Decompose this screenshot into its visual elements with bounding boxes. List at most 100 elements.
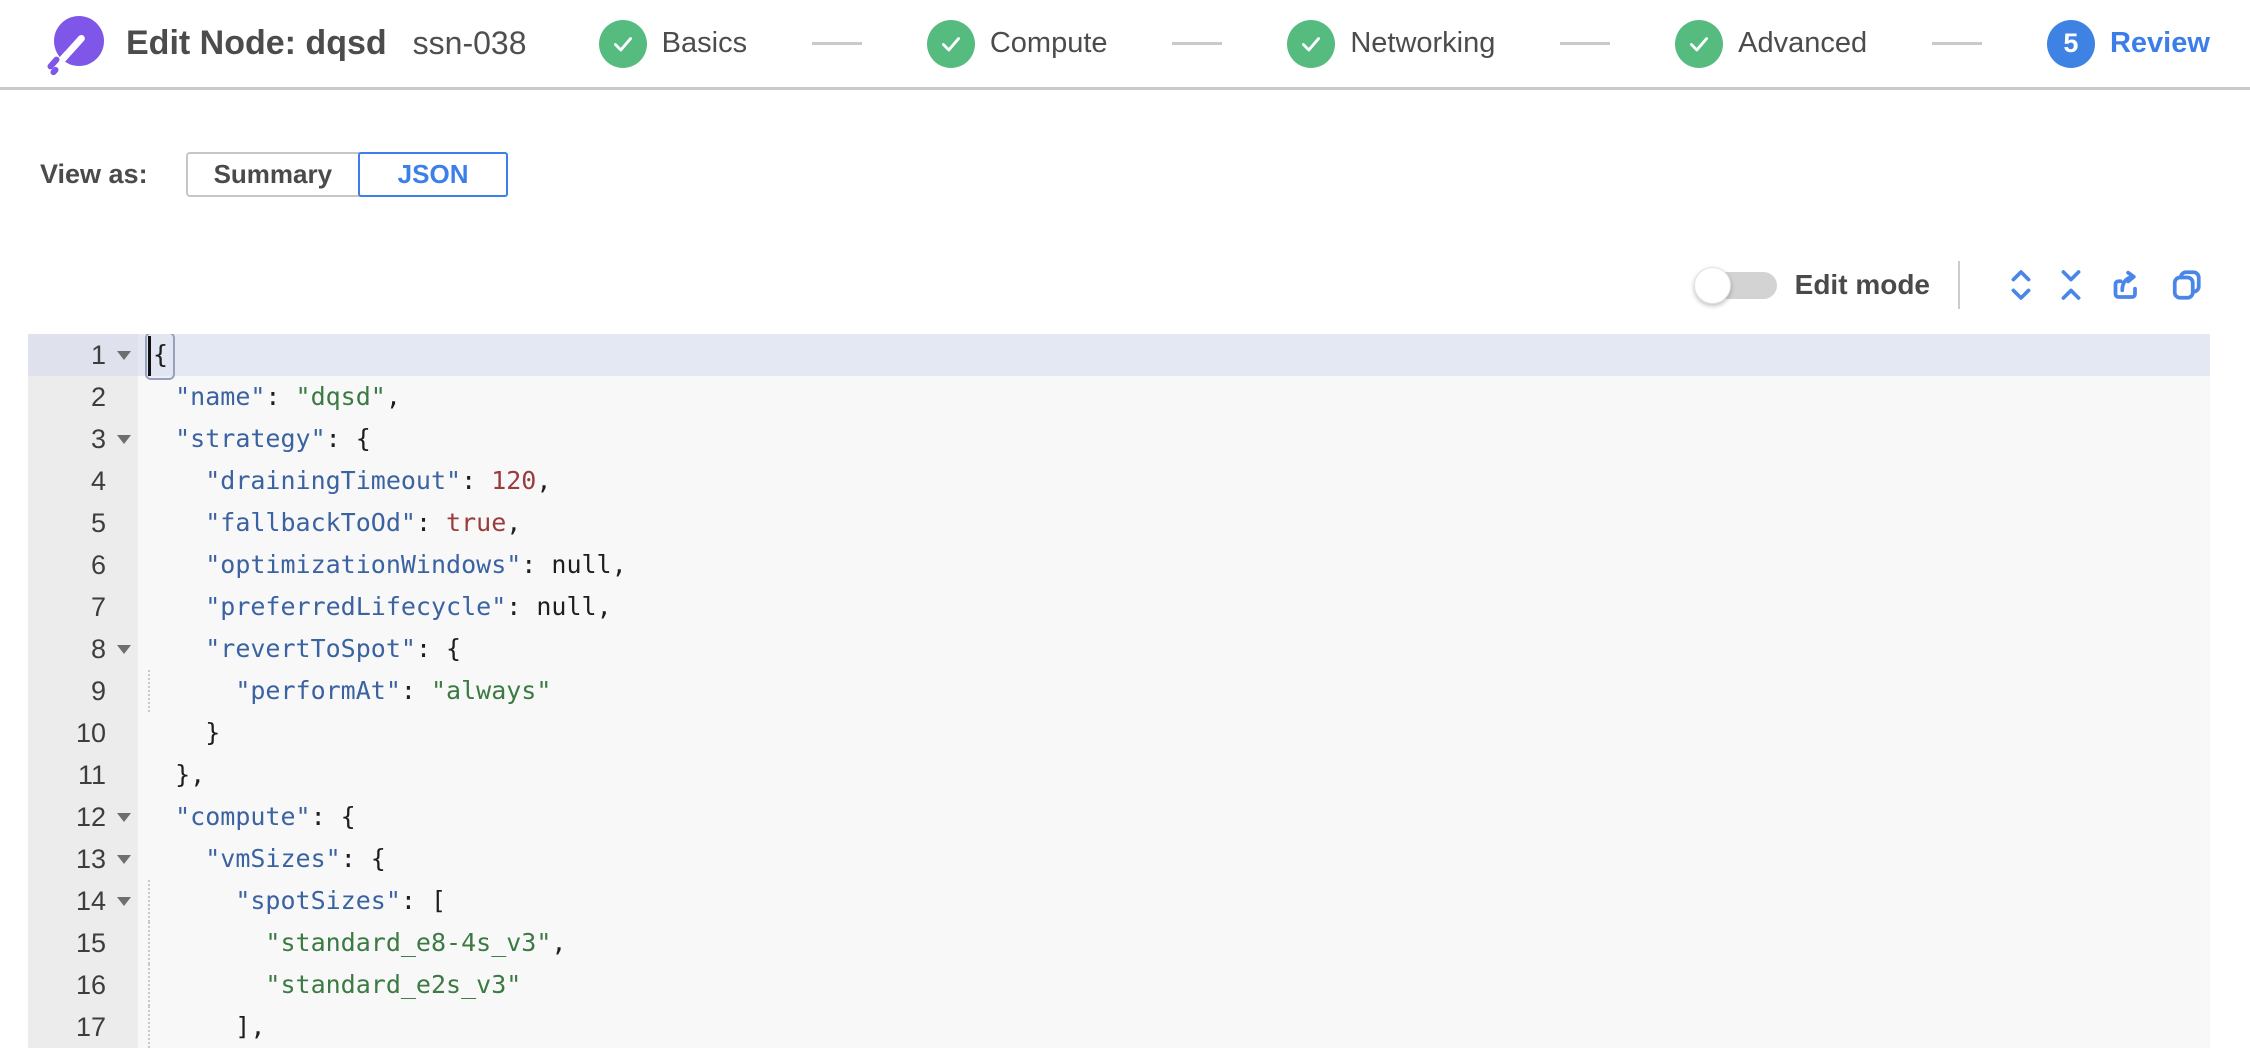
- step-label: Basics: [661, 27, 748, 59]
- editor-line[interactable]: 11 },: [28, 754, 2210, 796]
- code-line[interactable]: }: [145, 718, 221, 747]
- editor-line[interactable]: 7 "preferredLifecycle": null,: [28, 586, 2210, 628]
- check-icon: [926, 19, 975, 68]
- code-line[interactable]: "vmSizes": {: [205, 844, 386, 873]
- line-number[interactable]: 17: [28, 1006, 138, 1048]
- line-number[interactable]: 12: [28, 796, 138, 838]
- expand-icon: [2008, 267, 2034, 303]
- code-line[interactable]: "performAt": "always": [138, 670, 2210, 712]
- line-number[interactable]: 11: [28, 754, 138, 796]
- line-number[interactable]: 6: [28, 544, 138, 586]
- fold-arrow-icon[interactable]: [117, 645, 131, 654]
- editor-line[interactable]: 16 "standard_e2s_v3": [28, 964, 2210, 1006]
- fold-arrow-icon[interactable]: [117, 897, 131, 906]
- view-as-summary-button[interactable]: Summary: [185, 152, 361, 197]
- code-line[interactable]: ],: [138, 1006, 2210, 1048]
- code-line[interactable]: "drainingTimeout": 120,: [205, 466, 552, 495]
- editor-line[interactable]: 14 "spotSizes": [: [28, 880, 2210, 922]
- line-number[interactable]: 4: [28, 460, 138, 502]
- fold-arrow-icon[interactable]: [117, 813, 131, 822]
- view-as-json-button[interactable]: JSON: [358, 152, 509, 197]
- code-line[interactable]: "revertToSpot": {: [205, 634, 462, 663]
- toggle-knob: [1693, 266, 1731, 304]
- copy-icon: [2168, 267, 2204, 303]
- step-label: Compute: [989, 27, 1108, 59]
- line-number[interactable]: 16: [28, 964, 138, 1006]
- line-number[interactable]: 2: [28, 376, 138, 418]
- editor-line[interactable]: 15 "standard_e8-4s_v3",: [28, 922, 2210, 964]
- code-line[interactable]: },: [145, 760, 206, 789]
- code-line[interactable]: "standard_e8-4s_v3",: [138, 922, 2210, 964]
- editor-toolbar: Edit mode: [0, 261, 2250, 309]
- wizard-stepper: Basics Compute Networking Advanced 5 Rev…: [598, 19, 2210, 68]
- check-icon: [1675, 19, 1724, 68]
- step-number: 5: [2046, 19, 2095, 68]
- code-line[interactable]: "preferredLifecycle": null,: [205, 592, 612, 621]
- code-line[interactable]: "compute": {: [175, 802, 356, 831]
- line-number[interactable]: 1: [28, 334, 138, 376]
- editor-line[interactable]: 17 ],: [28, 1006, 2210, 1048]
- view-as-label: View as:: [40, 159, 148, 189]
- editor-line[interactable]: 1{: [28, 334, 2210, 380]
- step-connector: [1560, 42, 1611, 45]
- step-basics[interactable]: Basics: [598, 19, 748, 68]
- editor-line[interactable]: 9 "performAt": "always": [28, 670, 2210, 712]
- editor-line[interactable]: 2 "name": "dqsd",: [28, 376, 2210, 418]
- view-as-row: View as: Summary JSON: [40, 152, 2250, 197]
- code-line[interactable]: {: [138, 334, 2210, 380]
- expand-all-button[interactable]: [2008, 267, 2034, 303]
- line-number[interactable]: 5: [28, 502, 138, 544]
- view-as-segmented-control: Summary JSON: [185, 152, 509, 197]
- code-line[interactable]: "standard_e2s_v3": [138, 964, 2210, 1006]
- collapse-all-button[interactable]: [2058, 267, 2084, 303]
- code-line[interactable]: "optimizationWindows": null,: [205, 550, 627, 579]
- export-button[interactable]: [2108, 267, 2144, 303]
- step-label: Networking: [1350, 27, 1496, 59]
- line-number[interactable]: 9: [28, 670, 138, 712]
- line-number[interactable]: 10: [28, 712, 138, 754]
- step-connector: [1932, 42, 1983, 45]
- node-id: ssn-038: [412, 25, 527, 61]
- check-icon: [1287, 19, 1336, 68]
- step-label: Review: [2109, 27, 2210, 59]
- line-number[interactable]: 13: [28, 838, 138, 880]
- line-number[interactable]: 15: [28, 922, 138, 964]
- fold-arrow-icon[interactable]: [117, 435, 131, 444]
- step-networking[interactable]: Networking: [1287, 19, 1496, 68]
- editor-line[interactable]: 13 "vmSizes": {: [28, 838, 2210, 880]
- collapse-icon: [2058, 267, 2084, 303]
- step-review[interactable]: 5 Review: [2046, 19, 2210, 68]
- code-line[interactable]: "spotSizes": [: [138, 880, 2210, 922]
- line-number[interactable]: 8: [28, 628, 138, 670]
- text-cursor: [148, 336, 151, 376]
- spot-logo-icon: [46, 15, 104, 76]
- editor-line[interactable]: 10 }: [28, 712, 2210, 754]
- code-line[interactable]: "strategy": {: [175, 424, 371, 453]
- wizard-header: Edit Node: dqsd ssn-038 Basics Compute N…: [0, 0, 2250, 90]
- check-icon: [598, 19, 647, 68]
- page-title: Edit Node: dqsd: [126, 24, 387, 62]
- edit-mode-toggle[interactable]: [1693, 266, 1777, 304]
- edit-mode-label: Edit mode: [1794, 269, 1930, 300]
- editor-line[interactable]: 12 "compute": {: [28, 796, 2210, 838]
- code-line[interactable]: "fallbackToOd": true,: [205, 508, 522, 537]
- editor-line[interactable]: 3 "strategy": {: [28, 418, 2210, 460]
- line-number[interactable]: 7: [28, 586, 138, 628]
- json-editor[interactable]: 1{2 "name": "dqsd",3 "strategy": {4 "dra…: [28, 334, 2210, 1048]
- step-connector: [1172, 42, 1223, 45]
- fold-arrow-icon[interactable]: [117, 351, 131, 360]
- toolbar-divider: [1958, 261, 1960, 309]
- fold-arrow-icon[interactable]: [117, 855, 131, 864]
- step-connector: [811, 42, 862, 45]
- line-number[interactable]: 3: [28, 418, 138, 460]
- copy-button[interactable]: [2168, 267, 2204, 303]
- editor-line[interactable]: 6 "optimizationWindows": null,: [28, 544, 2210, 586]
- code-line[interactable]: "name": "dqsd",: [175, 382, 401, 411]
- step-advanced[interactable]: Advanced: [1675, 19, 1867, 68]
- editor-line[interactable]: 8 "revertToSpot": {: [28, 628, 2210, 670]
- step-compute[interactable]: Compute: [926, 19, 1108, 68]
- line-number[interactable]: 14: [28, 880, 138, 922]
- editor-line[interactable]: 4 "drainingTimeout": 120,: [28, 460, 2210, 502]
- editor-line[interactable]: 5 "fallbackToOd": true,: [28, 502, 2210, 544]
- export-icon: [2108, 267, 2144, 303]
